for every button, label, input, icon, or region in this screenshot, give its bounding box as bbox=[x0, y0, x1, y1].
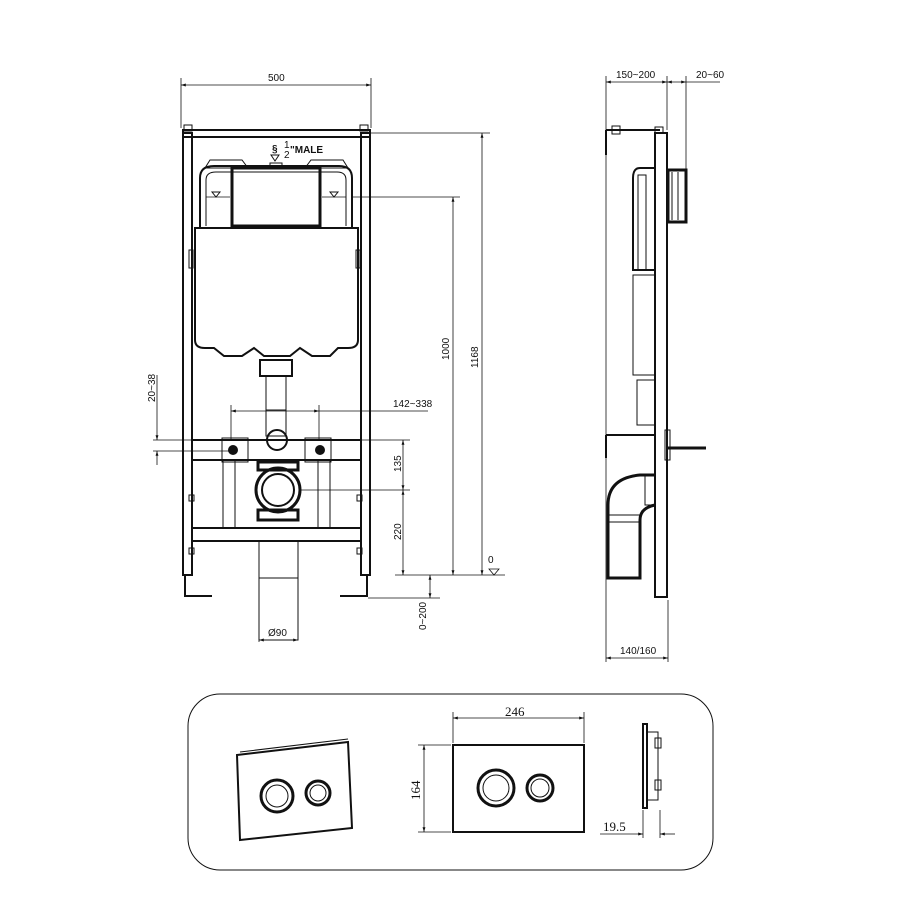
flush-plate-side: 19.5 bbox=[600, 723, 675, 838]
plate-thickness-dimension: 19.5 bbox=[603, 819, 626, 834]
depth-dimension: 140/160 bbox=[620, 646, 657, 657]
connection-fraction-den: 2 bbox=[284, 150, 290, 161]
side-view: 150~200 20~60 140/160 bbox=[605, 70, 725, 662]
plate-width-dimension: 246 bbox=[505, 704, 525, 719]
plate-height-dimension: 164 bbox=[408, 780, 423, 800]
front-dimensions: 500 1168 1000 0 135 220 0~200 Ø90 bbox=[147, 73, 505, 642]
side-dimensions: 150~200 20~60 140/160 bbox=[605, 70, 725, 662]
floor-level-label: 0 bbox=[488, 555, 494, 566]
pipe-diameter-dimension: Ø90 bbox=[268, 628, 287, 639]
offset-dimension: 20~60 bbox=[696, 70, 725, 81]
wall-distance-dimension: 150~200 bbox=[616, 70, 656, 81]
leg-adjust-dimension: 0~200 bbox=[418, 601, 429, 630]
bolt-spacing-dimension: 142~338 bbox=[393, 399, 433, 410]
valve-symbol: § bbox=[272, 144, 278, 155]
total-height-dimension: 1168 bbox=[470, 346, 481, 368]
outlet-offset-dimension: 135 bbox=[393, 455, 404, 472]
tank-height-dimension: 1000 bbox=[441, 337, 452, 360]
cistern-tank: § 1 2 "MALE bbox=[194, 140, 359, 357]
connection-label: "MALE bbox=[290, 145, 323, 156]
width-dimension: 500 bbox=[268, 73, 285, 84]
flush-plate-front: 246 164 bbox=[408, 704, 585, 833]
flush-plate-perspective bbox=[235, 738, 354, 842]
anchor-range-dimension: 20~38 bbox=[147, 373, 158, 402]
front-view: § 1 2 "MALE bbox=[147, 73, 505, 642]
connection-fraction-num: 1 bbox=[284, 140, 290, 151]
flush-plate-panel: 246 164 19.5 bbox=[187, 693, 714, 871]
outlet-height-dimension: 220 bbox=[393, 523, 404, 540]
drain-pipes bbox=[191, 359, 362, 641]
